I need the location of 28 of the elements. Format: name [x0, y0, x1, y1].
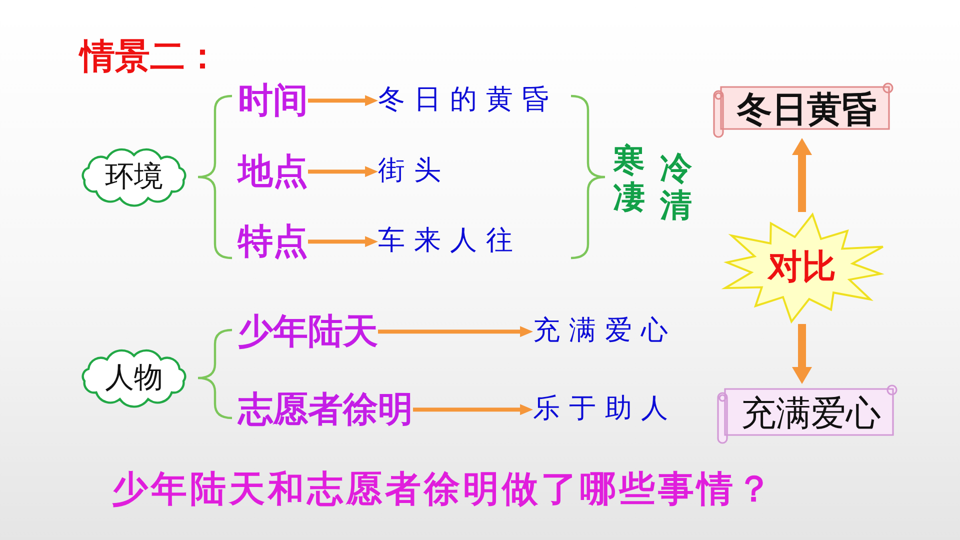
arrow [308, 166, 378, 178]
arrow [308, 236, 378, 248]
description-text: 乐于助人 [533, 393, 677, 426]
description-text: 冬日的黄昏 [378, 84, 558, 116]
description-text: 街头 [378, 155, 450, 188]
vertical-text: 冷清 [660, 150, 692, 224]
starburst-text: 对比 [768, 248, 836, 288]
category-label: 特点 [238, 221, 308, 263]
cloud-text: 环境 [105, 160, 163, 194]
category-label: 少年陆天 [238, 311, 378, 353]
description-text: 车来人往 [378, 225, 522, 258]
arrow [378, 326, 534, 338]
arrow [308, 95, 378, 106]
category-label: 地点 [238, 151, 308, 193]
question-text: 少年陆天和志愿者徐明做了哪些事情？ [112, 468, 775, 512]
banner-text: 冬日黄昏 [737, 90, 877, 130]
description-text: 充满爱心 [533, 315, 677, 348]
cloud-text: 人物 [105, 361, 163, 395]
arrow [413, 404, 534, 416]
scroll-banner [716, 384, 898, 444]
category-label: 志愿者徐明 [238, 389, 413, 431]
slide-title: 情景二： [80, 36, 220, 78]
category-label: 时间 [238, 80, 308, 122]
arrow [792, 138, 812, 212]
banner-text: 充满爱心 [741, 394, 881, 434]
vertical-text: 寒凄 [613, 142, 645, 216]
arrow [792, 324, 812, 384]
scroll-banner [712, 82, 894, 138]
